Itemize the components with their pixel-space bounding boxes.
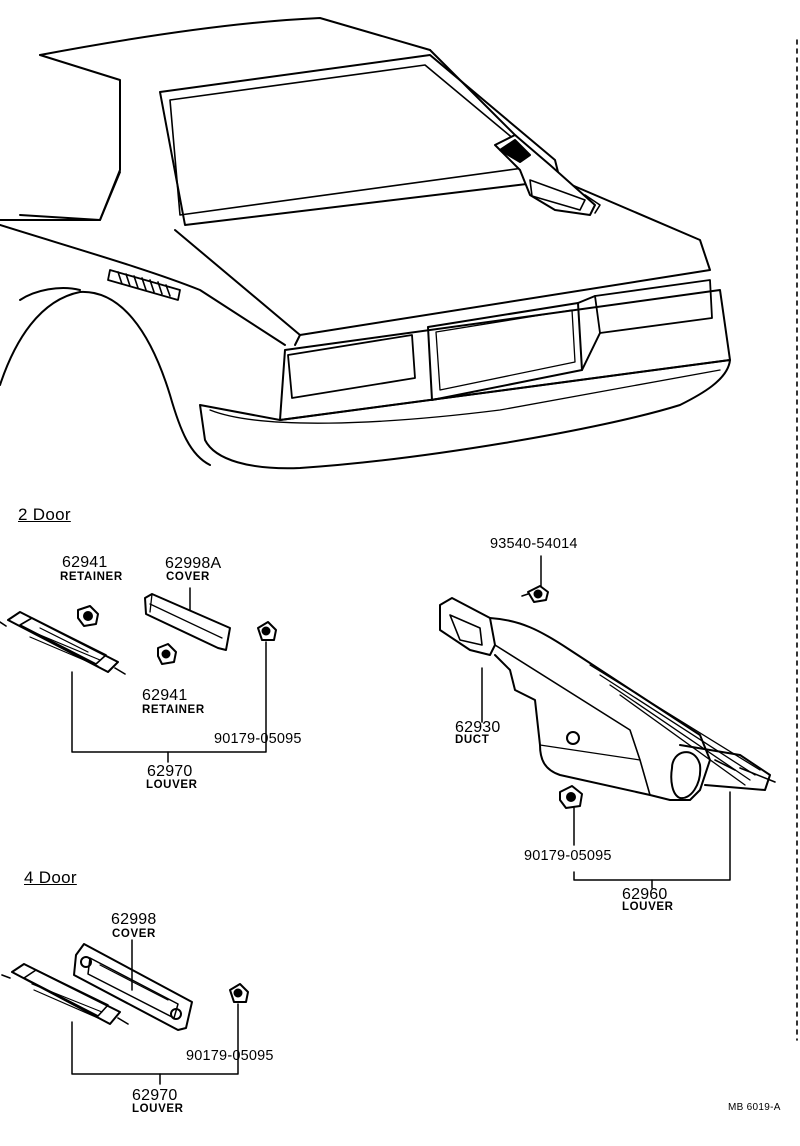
retainer-62941-b-part — [157, 643, 177, 665]
leader-lines-4door — [71, 939, 239, 1085]
clip-93540-part — [521, 585, 549, 603]
section-header-4door: 4 Door — [24, 868, 77, 887]
leader-lines-2door — [71, 587, 267, 763]
car-side-louver — [107, 269, 181, 301]
screw-2door-part — [257, 621, 277, 641]
retainer-b-number: 62941 — [142, 687, 188, 704]
duct-assembly-part — [439, 597, 776, 801]
louver-2door-part — [0, 611, 126, 675]
retainer-62941-a-part — [77, 605, 99, 627]
clip-number: 93540-54014 — [490, 536, 578, 552]
louver-4door-part — [1, 963, 129, 1025]
louver-4door-number: 62970 — [132, 1087, 178, 1104]
cover-2door-name: COVER — [166, 571, 210, 583]
screw-4door-part — [229, 983, 249, 1003]
duct-name: DUCT — [455, 734, 490, 746]
retainer-b-name: RETAINER — [142, 704, 205, 716]
louver-2door-number: 62970 — [147, 763, 193, 780]
section-header-2door: 2 Door — [18, 505, 71, 524]
louver-duct-number: 62960 — [622, 886, 668, 903]
screw-2door-number: 90179-05095 — [214, 731, 302, 747]
louver-4door-name: LOUVER — [132, 1103, 184, 1115]
retainer-a-name: RETAINER — [60, 571, 123, 583]
louver-duct-name: LOUVER — [622, 901, 674, 913]
screw-4door-number: 90179-05095 — [186, 1048, 274, 1064]
cover-62998-part — [73, 943, 193, 1031]
drawing-code: MB 6019-A — [728, 1102, 781, 1113]
cover-4door-number: 62998 — [111, 911, 157, 928]
car-duct — [494, 134, 601, 216]
cover-2door-number: 62998A — [165, 555, 222, 572]
retainer-a-number: 62941 — [62, 554, 108, 571]
duct-number: 62930 — [455, 719, 501, 736]
leader-lines-duct — [481, 555, 731, 889]
car-rear-illustration — [0, 17, 731, 470]
louver-2door-name: LOUVER — [146, 779, 198, 791]
screw-duct-number: 90179-05095 — [524, 848, 612, 864]
cover-4door-name: COVER — [112, 928, 156, 940]
screw-duct-part — [559, 785, 583, 809]
cover-62998a-part — [144, 593, 231, 651]
